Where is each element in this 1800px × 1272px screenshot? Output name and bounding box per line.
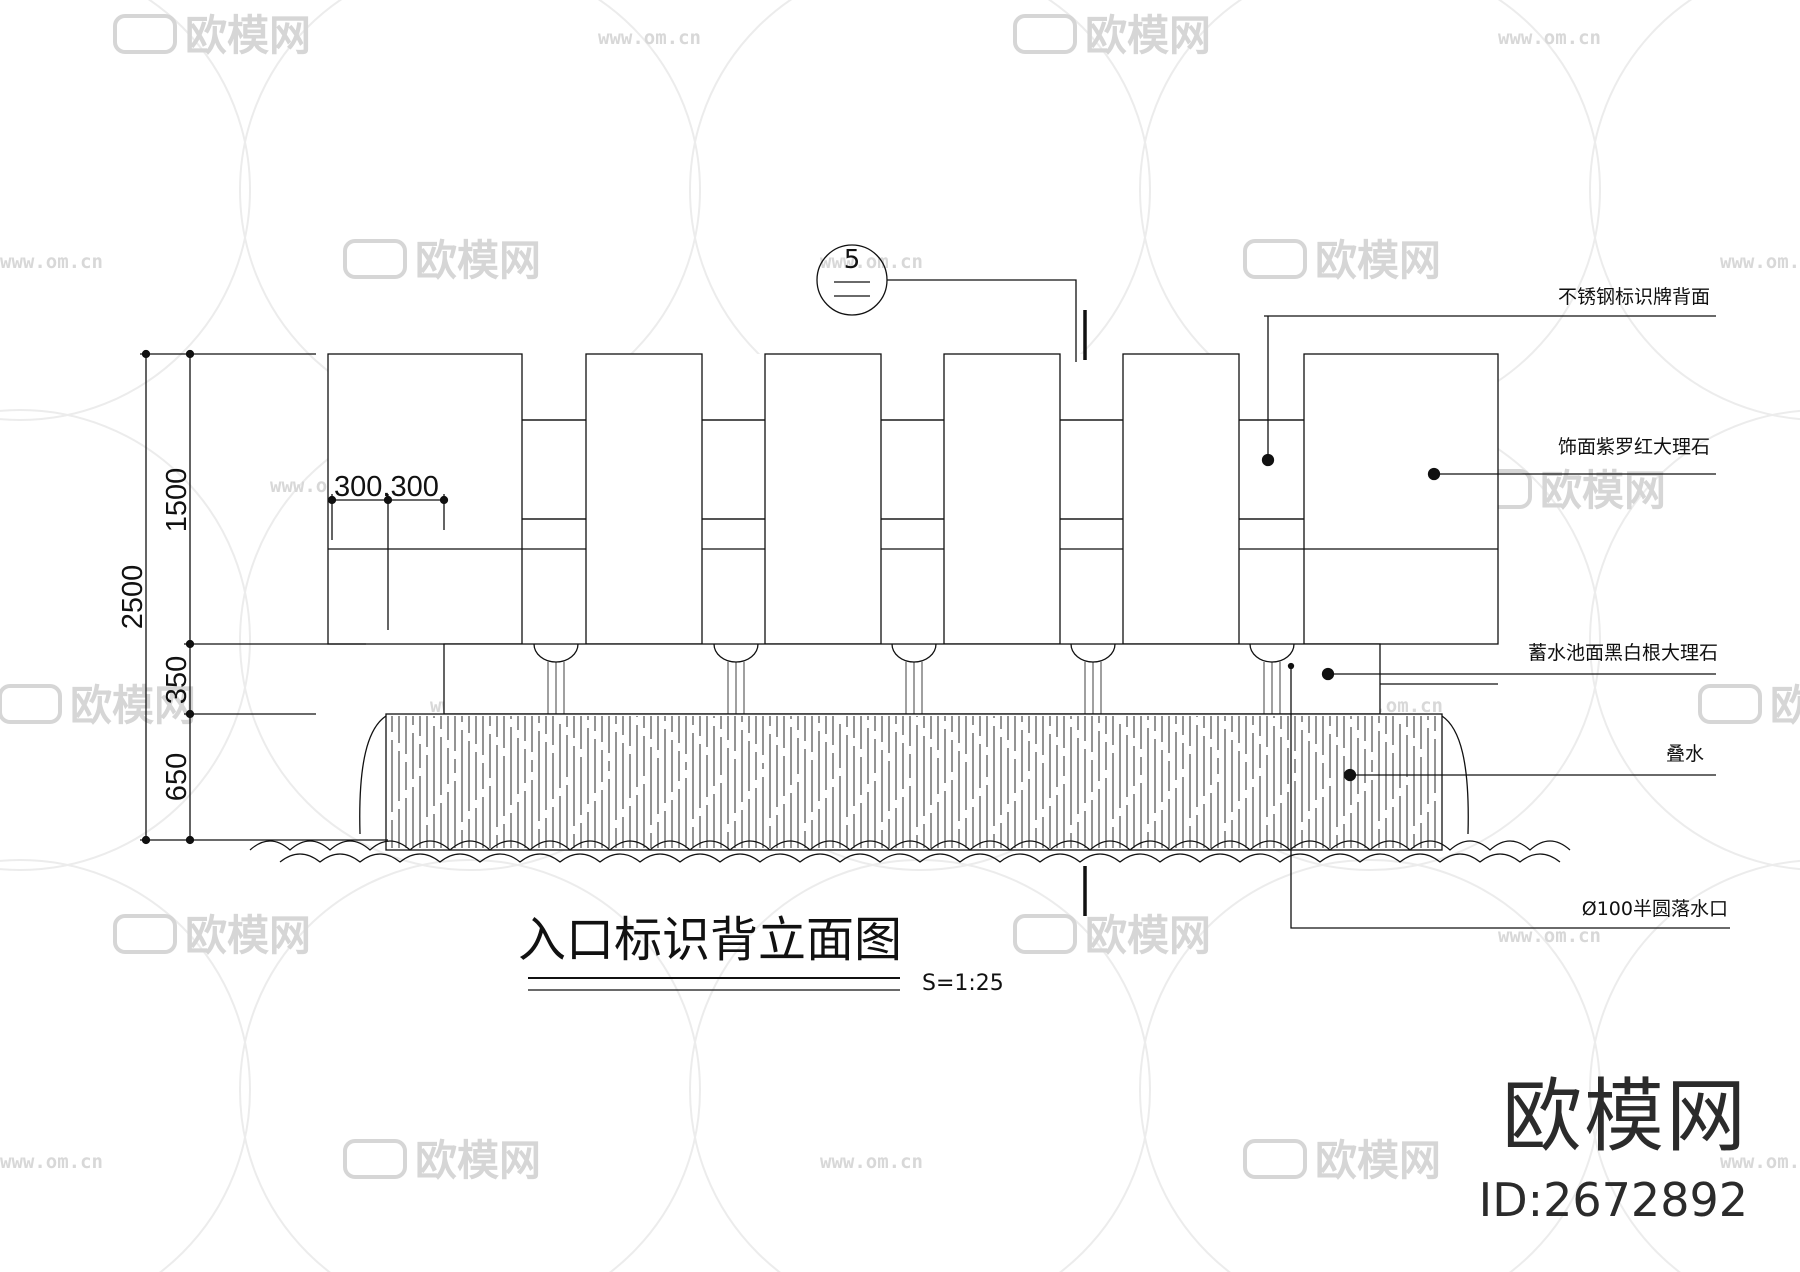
sign-panel <box>1122 353 1240 645</box>
watermark-logo: 欧模网 <box>185 11 311 60</box>
callout-leaders <box>1261 315 1730 929</box>
sign-panel <box>1303 353 1499 645</box>
drawing-linework <box>140 244 1730 991</box>
watermark-logo: 欧模网 <box>1315 1136 1441 1185</box>
watermark-sofa-icon <box>113 914 177 954</box>
watermark-url: www.om.cn <box>820 1151 923 1173</box>
watermark-logo: 欧模网 <box>185 911 311 960</box>
section-marker-number: 5 <box>844 245 861 275</box>
callout-cascade: 叠水 <box>1666 743 1704 765</box>
sign-panel <box>327 353 523 645</box>
brand-logo-text: 欧模网 <box>1502 1070 1748 1163</box>
dim-lower-650: 650 <box>161 753 193 801</box>
watermark-sofa-icon <box>1013 14 1077 54</box>
watermark-logo: 欧模网 <box>415 236 541 285</box>
watermark-url: www.om.cn <box>0 251 103 273</box>
watermark-sofa-icon <box>1243 239 1307 279</box>
sign-panels <box>327 353 1499 645</box>
dim-total-2500: 2500 <box>117 565 149 630</box>
watermark-url: www.om.cn <box>598 27 701 49</box>
sign-panel <box>943 353 1061 645</box>
watermark-sofa-icon <box>1243 1139 1307 1179</box>
dim-upper-1500: 1500 <box>161 468 193 533</box>
watermark-logo: 欧模网 <box>1085 11 1211 60</box>
watermark-logo: 欧模网 <box>1085 911 1211 960</box>
sign-panel <box>585 353 703 645</box>
callout-stainless-sign-back: 不锈钢标识牌背面 <box>1558 286 1710 308</box>
watermark-sofa-icon <box>1698 684 1762 724</box>
brand-id: ID:2672892 <box>1478 1173 1748 1227</box>
watermark-sofa-icon <box>1013 914 1077 954</box>
watermark-sofa-icon <box>113 14 177 54</box>
watermark-logo: 欧模网 <box>70 681 196 730</box>
drawing-scale: S=1:25 <box>922 971 1004 996</box>
drawing-title: 入口标识背立面图 <box>518 912 902 968</box>
watermark-url: www.om.cn <box>1498 925 1601 947</box>
cascade-pool <box>385 713 1443 851</box>
dim-spacing: 300,300 <box>334 471 439 503</box>
sign-panel <box>764 353 882 645</box>
watermark-logo: 欧模网 <box>1770 681 1800 730</box>
watermark-logo: 欧模网 <box>1315 236 1441 285</box>
watermark-url: www.om.cn <box>1720 1151 1800 1173</box>
callout-drain-outlet: Ø100半圆落水口 <box>1582 898 1728 920</box>
watermark-sofa-icon <box>343 239 407 279</box>
dimension-lines <box>140 349 449 845</box>
dim-middle-350: 350 <box>161 656 193 704</box>
watermark-url: www.om.cn <box>0 1151 103 1173</box>
callout-black-white-marble: 蓄水池面黑白根大理石 <box>1528 642 1718 664</box>
watermark-logo: 欧模网 <box>415 1136 541 1185</box>
callout-purple-marble: 饰面紫罗红大理石 <box>1558 436 1710 458</box>
watermark-url: www.om.cn <box>1498 27 1601 49</box>
watermark-sofa-icon <box>0 684 62 724</box>
watermark-url: www.om.cn <box>820 251 923 273</box>
watermark-url: www.om.cn <box>1720 251 1800 273</box>
watermark-sofa-icon <box>343 1139 407 1179</box>
basin-wall <box>443 643 1381 715</box>
